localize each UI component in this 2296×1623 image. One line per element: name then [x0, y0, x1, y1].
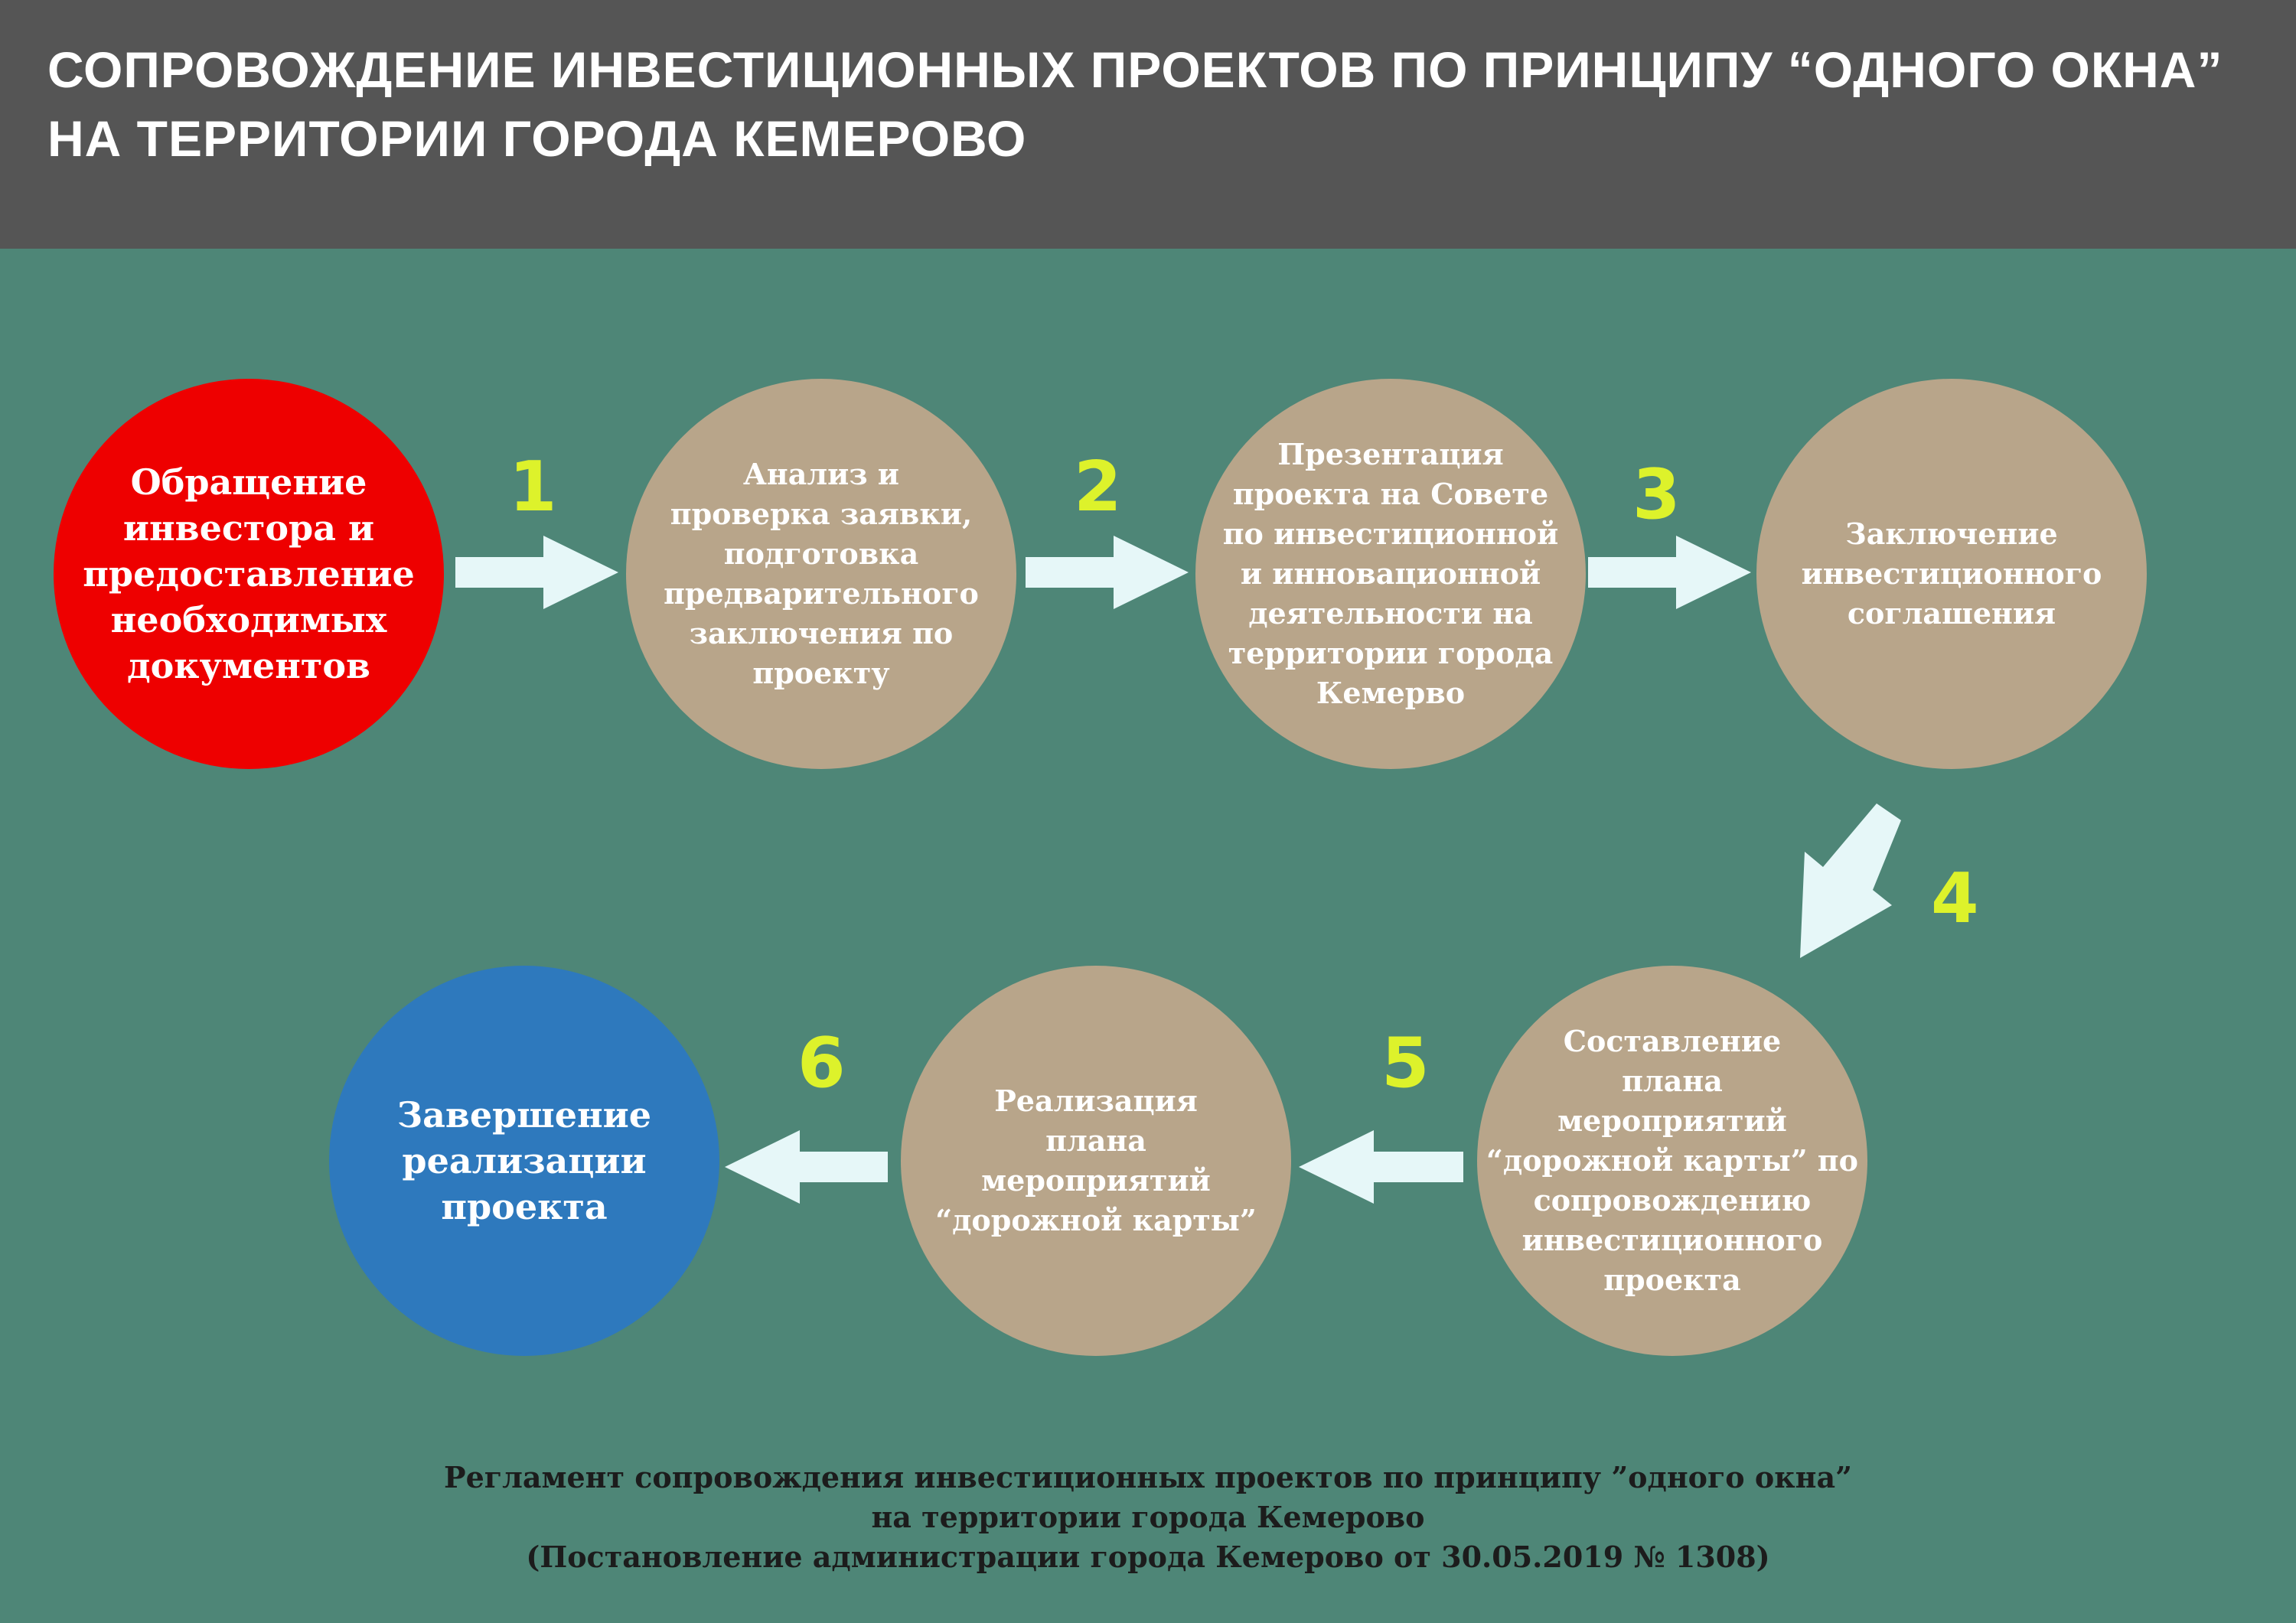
step-5-line: плана: [1045, 1123, 1146, 1158]
step-2-line: Кемерво: [1316, 676, 1466, 710]
step-text-3: Заключение инвестиционного соглашения: [1802, 514, 2102, 634]
step-2-line: территории города: [1228, 636, 1554, 670]
step-number-2: 2: [1074, 447, 1122, 527]
step-text-2: Презентация проекта на Совете по инвести…: [1223, 435, 1559, 713]
step-0-line: необходимых: [110, 599, 387, 640]
step-number-3: 3: [1632, 455, 1681, 535]
step-1-line: заключения по: [689, 616, 954, 650]
step-circle-investor-request: Обращение инвестора и предоставление нео…: [54, 379, 444, 769]
arrow-6-left: [725, 1130, 888, 1204]
step-circle-project-completion: Завершение реализации проекта: [329, 966, 719, 1356]
step-circle-roadmap-drafting: Составление плана мероприятий “дорожной …: [1477, 966, 1867, 1356]
header-bar: СОПРОВОЖДЕНИЕ ИНВЕСТИЦИОННЫХ ПРОЕКТОВ ПО…: [0, 0, 2296, 249]
step-0-line: предоставление: [83, 553, 415, 595]
arrow-2-right: [1026, 536, 1189, 609]
step-4-line: инвестиционного: [1521, 1223, 1823, 1257]
step-3-line: инвестиционного: [1801, 556, 2102, 591]
footer-line-2: на территории города Кемерово: [871, 1500, 1425, 1534]
step-circle-council-presentation: Презентация проекта на Совете по инвести…: [1195, 379, 1586, 769]
step-4-line: Составление: [1563, 1024, 1782, 1058]
step-1-line: подготовка: [723, 536, 919, 571]
step-2-line: проекта на Совете: [1232, 477, 1549, 511]
step-1-line: проекту: [752, 656, 890, 690]
step-2-line: Презентация: [1277, 437, 1504, 471]
step-number-6: 6: [797, 1023, 846, 1103]
step-6-line: проекта: [441, 1186, 608, 1227]
step-6-line: Завершение: [396, 1094, 652, 1136]
step-4-line: проекта: [1603, 1263, 1741, 1297]
step-6-line: реализации: [402, 1140, 647, 1181]
step-text-1: Анализ и проверка заявки, подготовка пре…: [664, 455, 979, 693]
arrow-5-left: [1299, 1130, 1463, 1204]
arrow-3-right: [1588, 536, 1751, 609]
footer-caption: Регламент сопровождения инвестиционных п…: [0, 1458, 2296, 1577]
step-text-5: Реализация плана мероприятий “дорожной к…: [935, 1081, 1257, 1240]
step-5-line: “дорожной карты”: [935, 1203, 1257, 1237]
step-2-line: и инновационной: [1240, 556, 1541, 591]
step-number-4: 4: [1931, 859, 1979, 939]
page-title-line-2: НА ТЕРРИТОРИИ ГОРОДА КЕМЕРОВО: [47, 110, 1027, 167]
step-5-line: Реализация: [994, 1084, 1198, 1118]
step-circle-application-analysis: Анализ и проверка заявки, подготовка пре…: [626, 379, 1016, 769]
step-1-line: предварительного: [664, 576, 979, 611]
footer-line-3: (Постановление администрации города Кеме…: [526, 1540, 1770, 1574]
arrow-4-down-left: [1800, 803, 1901, 958]
step-2-line: деятельности на: [1248, 596, 1533, 631]
step-circle-investment-agreement: Заключение инвестиционного соглашения: [1756, 379, 2147, 769]
step-0-line: документов: [126, 645, 371, 686]
step-0-line: инвестора и: [122, 507, 375, 549]
step-2-line: по инвестиционной: [1222, 517, 1559, 551]
step-text-0: Обращение инвестора и предоставление нео…: [83, 459, 414, 689]
step-5-line: мероприятий: [981, 1163, 1211, 1198]
step-4-line: плана: [1622, 1064, 1723, 1098]
step-circle-roadmap-implementation: Реализация плана мероприятий “дорожной к…: [901, 966, 1291, 1356]
footer-line-1: Регламент сопровождения инвестиционных п…: [444, 1460, 1852, 1494]
step-1-line: проверка заявки,: [670, 497, 973, 531]
step-4-line: “дорожной карты” по: [1486, 1143, 1858, 1178]
step-number-5: 5: [1381, 1023, 1430, 1103]
step-number-1: 1: [509, 447, 557, 527]
step-1-line: Анализ и: [742, 457, 899, 491]
step-3-line: соглашения: [1847, 596, 2056, 631]
step-text-4: Составление плана мероприятий “дорожной …: [1486, 1022, 1858, 1300]
step-text-6: Завершение реализации проекта: [397, 1092, 651, 1230]
step-4-line: мероприятий: [1557, 1103, 1787, 1138]
step-4-line: сопровождению: [1533, 1183, 1812, 1217]
arrow-1-right: [455, 536, 618, 609]
step-0-line: Обращение: [130, 461, 367, 503]
step-3-line: Заключение: [1845, 517, 2058, 551]
page-title-line-1: СОПРОВОЖДЕНИЕ ИНВЕСТИЦИОННЫХ ПРОЕКТОВ ПО…: [47, 41, 2223, 98]
